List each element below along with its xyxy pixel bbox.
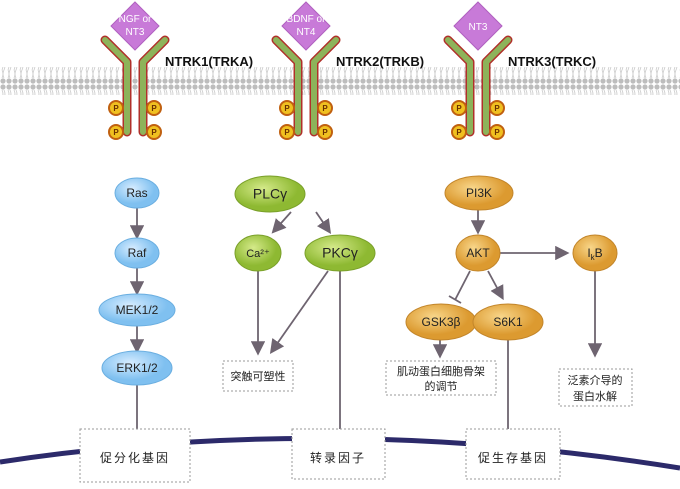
svg-text:Raf: Raf [128, 246, 147, 260]
svg-text:AKT: AKT [466, 246, 490, 260]
svg-text:P: P [151, 104, 157, 113]
svg-text:PI3K: PI3K [466, 186, 492, 200]
ligand: NGF or NT3 [110, 1, 160, 51]
ligand: NT3 [453, 1, 503, 51]
svg-text:P: P [113, 104, 119, 113]
svg-text:PKCγ: PKCγ [322, 245, 358, 261]
phosphate-icon: P [279, 100, 295, 116]
svg-text:P: P [494, 128, 500, 137]
ligand-label: NT3 [469, 22, 488, 33]
node-erk: ERK1/2 [101, 350, 173, 386]
ligand-label: NT4 [297, 27, 316, 38]
node-ikb: IkB [572, 234, 618, 272]
node-pkcg: PKCγ [304, 234, 376, 272]
node-raf: Raf [114, 237, 160, 269]
node-plcg: PLCγ [234, 175, 306, 213]
node-ras: Ras [114, 177, 160, 209]
svg-text:肌动蛋白细胞骨架: 肌动蛋白细胞骨架 [397, 364, 485, 378]
svg-text:Ca²⁺: Ca²⁺ [246, 248, 270, 260]
node-pi3k: PI3K [444, 175, 514, 211]
svg-text:促分化基因: 促分化基因 [100, 451, 170, 465]
outcome-transcription-factors: 转录因子 [291, 428, 386, 480]
phosphate-icon: P [317, 124, 333, 140]
svg-text:蛋白水解: 蛋白水解 [573, 389, 617, 403]
svg-text:P: P [284, 128, 290, 137]
node-s6k1: S6K1 [472, 303, 544, 341]
node-gsk3b: GSK3β [405, 303, 477, 341]
svg-text:的调节: 的调节 [425, 379, 458, 393]
svg-text:P: P [494, 104, 500, 113]
node-ca: Ca²⁺ [234, 234, 282, 272]
phosphate-icon: P [279, 124, 295, 140]
svg-text:P: P [284, 104, 290, 113]
phosphate-icon: P [108, 100, 124, 116]
outcome-survival-genes: 促生存基因 [465, 428, 561, 480]
svg-text:P: P [151, 128, 157, 137]
ligand: BDNF or NT4 [281, 1, 331, 51]
ligand-label: NT3 [126, 27, 145, 38]
svg-text:IkB: IkB [587, 246, 602, 262]
svg-text:PLCγ: PLCγ [253, 186, 287, 202]
svg-text:P: P [322, 128, 328, 137]
svg-text:泛素介导的: 泛素介导的 [568, 373, 623, 387]
ligand-label: BDNF or [287, 14, 327, 25]
phosphate-icon: P [317, 100, 333, 116]
receptor-label: NTRK3(TRKC) [508, 54, 596, 69]
svg-text:P: P [322, 104, 328, 113]
outcome-synaptic-plasticity: 突触可塑性 [222, 360, 294, 392]
cell-membrane [0, 67, 680, 95]
node-akt: AKT [455, 234, 501, 272]
receptor-label: NTRK2(TRKB) [336, 54, 424, 69]
svg-text:S6K1: S6K1 [493, 315, 523, 329]
svg-text:促生存基因: 促生存基因 [478, 451, 548, 465]
svg-text:突触可塑性: 突触可塑性 [231, 369, 286, 383]
phosphate-icon: P [489, 100, 505, 116]
phosphate-icon: P [489, 124, 505, 140]
svg-text:ERK1/2: ERK1/2 [116, 361, 158, 375]
phosphate-icon: P [108, 124, 124, 140]
phosphate-icon: P [451, 124, 467, 140]
phosphate-icon: P [146, 124, 162, 140]
ligand-label: NGF or [119, 14, 152, 25]
svg-text:转录因子: 转录因子 [310, 450, 366, 465]
svg-text:P: P [456, 128, 462, 137]
svg-text:GSK3β: GSK3β [422, 315, 461, 329]
phosphate-icon: P [451, 100, 467, 116]
node-mek: MEK1/2 [98, 293, 176, 327]
svg-text:MEK1/2: MEK1/2 [116, 303, 159, 317]
svg-text:P: P [113, 128, 119, 137]
receptor-label: NTRK1(TRKA) [165, 54, 253, 69]
svg-text:Ras: Ras [126, 186, 147, 200]
svg-text:P: P [456, 104, 462, 113]
phosphate-icon: P [146, 100, 162, 116]
outcome-differentiation-genes: 促分化基因 [79, 428, 191, 483]
